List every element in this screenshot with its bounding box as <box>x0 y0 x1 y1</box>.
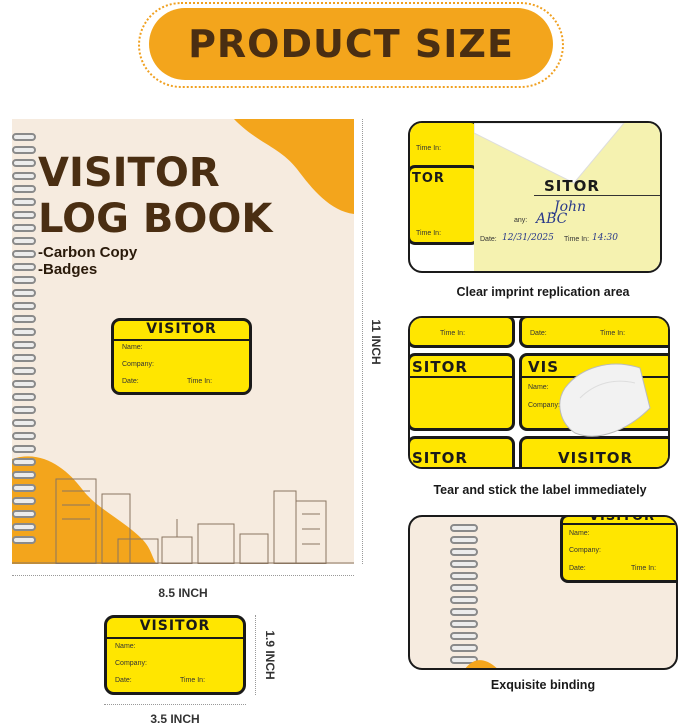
height-dimension-line <box>362 119 363 564</box>
binding-date-label: Date: <box>569 565 586 572</box>
caption-clear-imprint: Clear imprint replication area <box>456 285 630 299</box>
height-label: 11 INCH <box>369 319 383 365</box>
badge-title: VISITOR <box>114 321 249 341</box>
carbon-paper: SITOR John any: ABC Date: 12/31/2025 Tim… <box>474 123 660 271</box>
carbon-title-underline <box>534 195 660 196</box>
carbon-date-value: 12/31/2025 <box>502 233 554 243</box>
binding-badge-title: VISITOR <box>589 515 656 524</box>
sheet-label-2: Date: Time In: <box>519 318 668 348</box>
peeled-sticker <box>559 363 651 437</box>
cover-badge: VISITOR Name: Company: Date: Time In: <box>111 318 252 395</box>
badge-height-label: 1.9 INCH <box>263 630 277 680</box>
header-title: PRODUCT SIZE <box>188 22 514 66</box>
carbon-time-in-label: Time In: <box>564 236 590 243</box>
standalone-company-label: Company: <box>115 660 147 667</box>
badge-date-label: Date: <box>122 378 139 385</box>
standalone-name-label: Name: <box>115 643 136 650</box>
binding-name-label: Name: <box>569 530 590 537</box>
book-subtitle-badges: -Badges <box>38 261 98 278</box>
carbon-company-label: any: <box>514 217 528 224</box>
book-title-line1: VISITOR <box>38 150 220 196</box>
badge-width-line <box>104 704 246 705</box>
carbon-time-label: Time In: <box>416 145 442 152</box>
carbon-partial-title: TOR <box>412 171 445 186</box>
carbon-visitor-title: SITOR <box>544 177 600 195</box>
sheet-company-label: Company: <box>528 402 560 409</box>
spiral-binding <box>12 119 36 564</box>
width-dimension-line <box>12 575 354 576</box>
visitor-log-book-cover: VISITOR LOG BOOK -Carbon Copy -Badges VI… <box>12 119 354 564</box>
badge-company-label: Company: <box>122 361 154 368</box>
badge-height-line <box>255 615 256 695</box>
sheet-word-1: SITOR <box>412 358 468 376</box>
standalone-time-label: Time In: <box>180 677 206 684</box>
standalone-badge-title: VISITOR <box>107 618 243 639</box>
detail-spiral <box>450 522 478 668</box>
detail-carbon-copy: Time In: TOR Time In: SITOR John any: AB… <box>408 121 662 273</box>
caption-binding: Exquisite binding <box>490 678 596 692</box>
sheet-label-6: VISITOR <box>519 436 668 467</box>
badge-name-label: Name: <box>122 344 143 351</box>
badge-time-label: Time In: <box>187 378 213 385</box>
cover-decoration <box>12 119 354 564</box>
carbon-time-value: 14:30 <box>592 233 618 243</box>
sheet-time-label-2: Time In: <box>600 330 626 337</box>
carbon-badge-mid: TOR Time In: <box>410 165 479 245</box>
header-pill: PRODUCT SIZE <box>149 8 553 80</box>
sheet-time-label-1: Time In: <box>440 330 466 337</box>
caption-tear-stick: Tear and stick the label immediately <box>433 483 647 497</box>
width-label: 8.5 INCH <box>158 586 208 600</box>
header-dotted-border <box>138 2 564 88</box>
book-title-line2: LOG BOOK <box>38 196 273 242</box>
binding-badge: VISITOR Name: Company: Date: Time In: <box>560 515 676 583</box>
carbon-date-label: Date: <box>480 236 497 243</box>
sheet-word-3: SITOR <box>412 449 468 467</box>
book-subtitle-carbon: -Carbon Copy <box>38 244 138 261</box>
binding-orange-accent <box>465 660 497 668</box>
sheet-name-label: Name: <box>528 384 549 391</box>
carbon-time-label-2: Time In: <box>416 230 442 237</box>
detail-tear-stick: Time In: Date: Time In: SITOR VIS Name: … <box>408 316 670 469</box>
standalone-date-label: Date: <box>115 677 132 684</box>
sheet-word-2: VIS <box>528 358 559 376</box>
sheet-word-4: VISITOR <box>558 449 634 467</box>
badge-width-label: 3.5 INCH <box>150 712 200 726</box>
sheet-date-label-2: Date: <box>530 330 547 337</box>
sheet-label-3: SITOR <box>410 353 515 431</box>
sheet-label-1: Time In: <box>410 318 515 348</box>
binding-time-label: Time In: <box>631 565 657 572</box>
standalone-badge: VISITOR Name: Company: Date: Time In: <box>104 615 246 695</box>
detail-binding: VISITOR Name: Company: Date: Time In: <box>408 515 678 670</box>
carbon-company-value: ABC <box>536 211 568 227</box>
binding-company-label: Company: <box>569 547 601 554</box>
carbon-name-value: John <box>554 199 587 215</box>
peeled-corner <box>474 123 625 184</box>
sheet-label-5: SITOR <box>410 436 515 467</box>
